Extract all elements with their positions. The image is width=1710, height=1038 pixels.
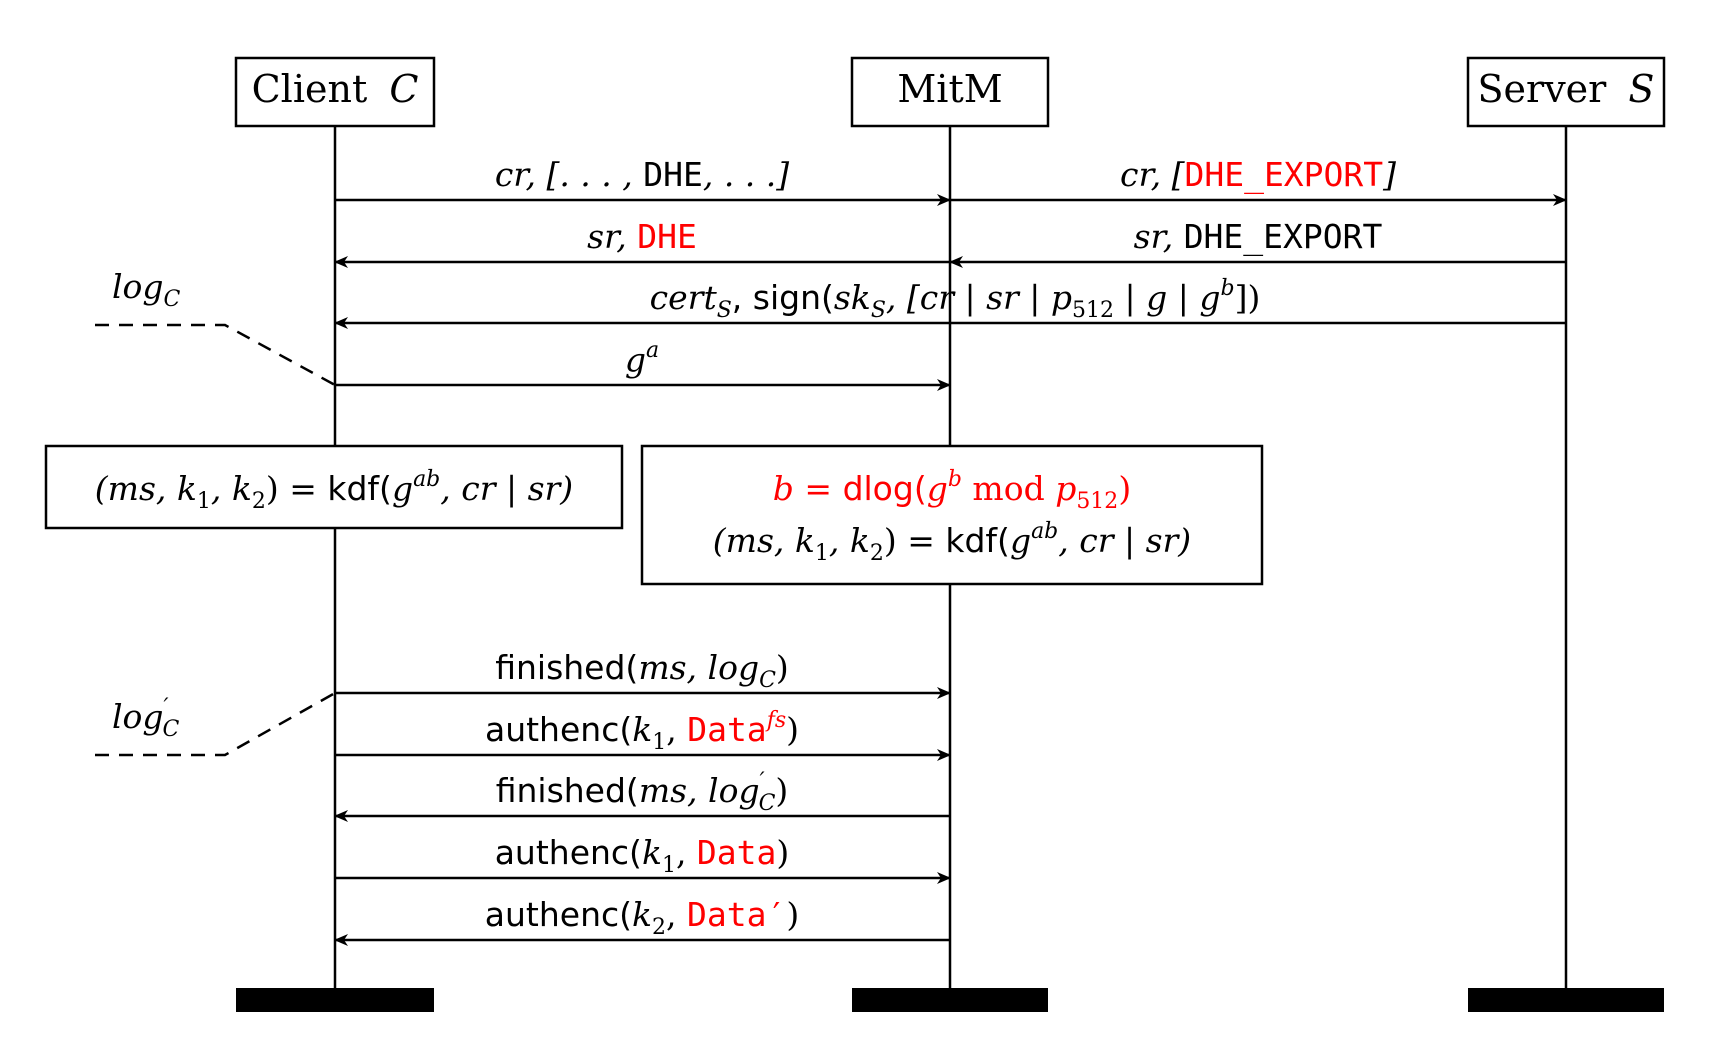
server-end-bar bbox=[1468, 988, 1664, 1012]
msg-authenc-data-prime-label: authenc(k2, Data′) bbox=[485, 895, 799, 940]
mitm-dlog-line: b = dlog(gb mod p512) bbox=[773, 467, 1131, 514]
msg-sr-dhe-label: sr, DHE bbox=[587, 217, 697, 256]
msg-sr-export-label: sr, DHE_EXPORT bbox=[1134, 217, 1383, 257]
msg-cert-sign-label: certS, sign(skS, [cr | sr | p512 | g | g… bbox=[650, 276, 1261, 323]
msg-server-hello-modified-label: cr, [DHE_EXPORT] bbox=[1120, 155, 1396, 195]
svg-text:(ms, k1, k2) = kdf(gab, cr | s: (ms, k1, k2) = kdf(gab, cr | sr) bbox=[95, 467, 573, 514]
svg-text:Server S: Server S bbox=[1478, 67, 1655, 111]
server-var: S bbox=[1628, 67, 1654, 111]
msg-finished-client-label: finished(ms, logC) bbox=[495, 648, 789, 693]
server-label: Server bbox=[1478, 67, 1608, 111]
client-kdf-box: (ms, k1, k2) = kdf(gab, cr | sr) bbox=[44, 444, 624, 530]
mitm-kdf-line: (ms, k1, k2) = kdf(gab, cr | sr) bbox=[713, 519, 1191, 566]
msg-authenc-data-label: authenc(k1, Data) bbox=[495, 833, 790, 878]
log-c-dashed-line bbox=[95, 323, 336, 387]
msg-authenc-fs-label: authenc(k1, Datafs) bbox=[485, 708, 799, 755]
mitm-label: MitM bbox=[897, 67, 1002, 111]
svg-text:Client C: Client C bbox=[252, 67, 419, 111]
participant-server: Server S bbox=[1466, 56, 1666, 128]
mitm-attack-box: b = dlog(gb mod p512) (ms, k1, k2) = kdf… bbox=[640, 444, 1264, 586]
participant-client: Client C bbox=[234, 56, 436, 128]
participant-mitm: MitM bbox=[850, 56, 1050, 128]
log-c-prime-dashed-line bbox=[95, 691, 336, 757]
client-end-bar bbox=[236, 988, 434, 1012]
mitm-end-bar bbox=[852, 988, 1048, 1012]
msg-client-hello-label: cr, [. . . , DHE, . . .] bbox=[495, 155, 789, 194]
client-label: Client bbox=[252, 67, 368, 111]
log-c-prime-label: log′C bbox=[112, 695, 180, 742]
msg-finished-mitm-label: finished(ms, log′C) bbox=[496, 769, 789, 816]
client-var: C bbox=[389, 67, 418, 111]
msg-ga-label: ga bbox=[625, 338, 659, 379]
log-c-label: logC bbox=[112, 267, 181, 312]
